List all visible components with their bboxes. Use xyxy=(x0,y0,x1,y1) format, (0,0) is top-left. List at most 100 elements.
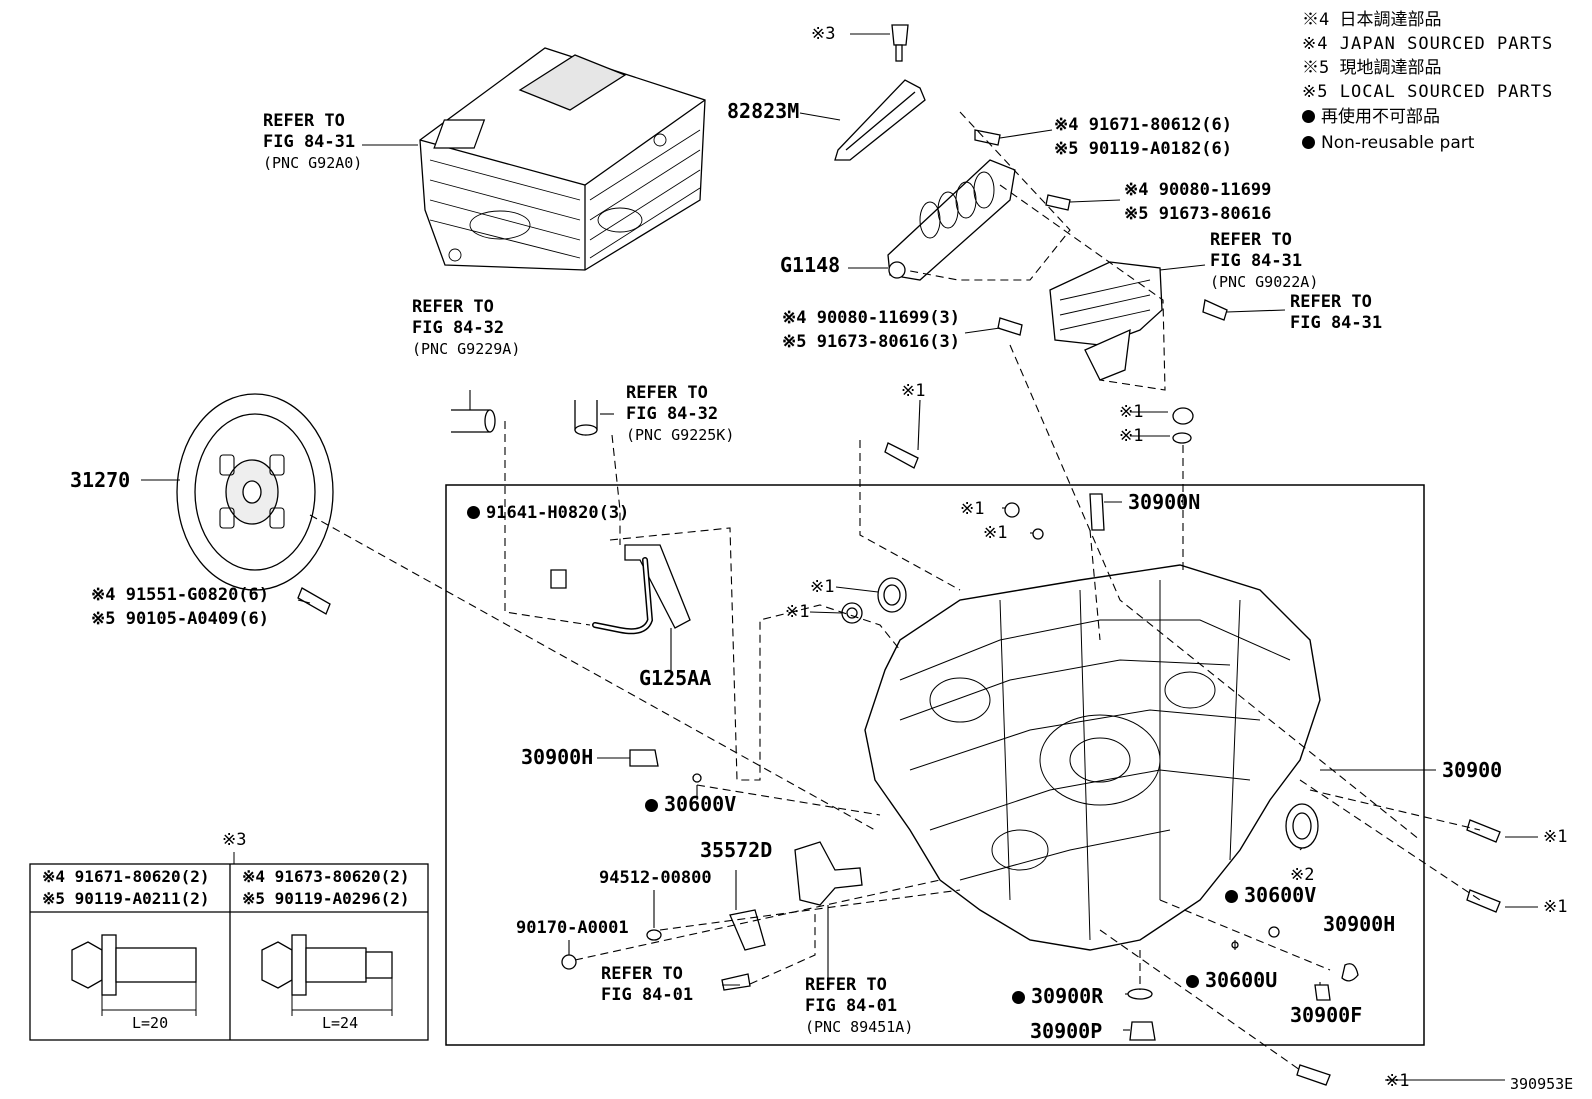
damper-disc-drawing xyxy=(176,393,334,591)
seals-and-plugs-drawing xyxy=(629,407,1359,1041)
ref-89451a: REFER TO FIG 84-01 (PNC 89451A) xyxy=(805,975,913,1038)
part-number: 91641-H0820(3) xyxy=(486,503,630,523)
inverter-assembly-drawing xyxy=(419,47,706,271)
bolt-pair-d: ※4 91551-G0820(6) ※5 90105-A0409(6) xyxy=(91,583,269,631)
ref-line-2: FIG 84-31 xyxy=(1210,251,1303,271)
non-reusable-dot-icon xyxy=(1302,110,1315,123)
bolt-table-drawings xyxy=(71,934,393,996)
legend-text: 再使用不可部品 xyxy=(1321,107,1440,127)
bolt-table-dims xyxy=(101,852,393,1016)
legend-text: LOCAL SOURCED PARTS xyxy=(1339,82,1554,102)
speed-sensor-drawing xyxy=(561,841,863,991)
non-reusable-dot-icon xyxy=(1012,991,1025,1004)
part-35572d: 35572D xyxy=(700,838,773,862)
part-30900p: 30900P xyxy=(1030,1019,1103,1043)
mark-3-top: ※3 xyxy=(811,24,836,44)
mark-1-f: ※1 xyxy=(810,577,835,597)
ref-line-1: REFER TO xyxy=(1290,292,1372,312)
legend-mark: ※5 xyxy=(1302,82,1329,102)
part-number: 30600V xyxy=(664,792,737,816)
leader-lines xyxy=(141,33,1538,1081)
non-reusable-dot-icon xyxy=(467,506,480,519)
mark-1-g: ※1 xyxy=(785,602,810,622)
ref-line-2: FIG 84-31 xyxy=(263,132,356,152)
non-reusable-dot-icon xyxy=(1186,975,1199,988)
bolt-table-line-1: ※4 91673-80620(2) xyxy=(242,867,410,886)
bolt-line-2: ※5 91673-80616(3) xyxy=(782,332,961,352)
bolt-line-1: ※4 91551-G0820(6) xyxy=(91,585,270,605)
figure-id: 390953E xyxy=(1510,1075,1574,1093)
bolt-line-1: ※4 91671-80612(6) xyxy=(1054,115,1233,135)
ref-fig-84-01-a: REFER TO FIG 84-01 xyxy=(601,964,693,1006)
ref-line-1: REFER TO xyxy=(805,975,887,995)
part-30900f: 30900F xyxy=(1290,1003,1363,1027)
hose-g9225k-drawing xyxy=(574,400,598,436)
legend-text: JAPAN SOURCED PARTS xyxy=(1339,34,1554,54)
bolt-pair-c: ※4 90080-11699(3) ※5 91673-80616(3) xyxy=(782,306,960,354)
ref-line-3: (PNC G92A0) xyxy=(263,154,363,172)
bolt-table-right: ※4 91673-80620(2) ※5 90119-A0296(2) xyxy=(242,866,410,910)
legend-text: 現地調達部品 xyxy=(1339,58,1442,78)
part-30600u: 30600U xyxy=(1186,970,1277,991)
mark-1-d: ※1 xyxy=(960,499,985,519)
part-g125aa: G125AA xyxy=(639,666,712,690)
assembly-dashed-lines xyxy=(309,111,1481,1071)
mark-2: ※2 xyxy=(1290,865,1315,885)
non-reusable-dot-icon xyxy=(1302,136,1315,149)
part-30600v-right: 30600V xyxy=(1225,885,1316,906)
ref-fig-84-31-b: REFER TO FIG 84-31 xyxy=(1290,292,1382,334)
ref-line-3: (PNC G9225K) xyxy=(626,426,735,444)
part-30900n: 30900N xyxy=(1128,490,1201,514)
part-number: 30600V xyxy=(1244,883,1317,907)
bolt-line-2: ※5 90105-A0409(6) xyxy=(91,609,270,629)
ref-line-2: FIG 84-31 xyxy=(1290,313,1383,333)
legend-row-2: ※4 JAPAN SOURCED PARTS xyxy=(1302,33,1553,55)
ref-g9022a: REFER TO FIG 84-31 (PNC G9022A) xyxy=(1210,230,1318,293)
legend-mark: ※4 xyxy=(1302,10,1330,30)
ref-line-1: REFER TO xyxy=(626,383,708,403)
bolt-line-1: ※4 90080-11699 xyxy=(1124,180,1272,200)
part-94512: 94512-00800 xyxy=(599,868,712,888)
ref-line-3: (PNC 89451A) xyxy=(805,1018,914,1036)
legend-row-6: Non-reusable part xyxy=(1302,132,1474,154)
part-30900h-right: 30900H xyxy=(1323,912,1396,936)
non-reusable-dot-icon xyxy=(1225,890,1238,903)
legend-row-3: ※5 現地調達部品 xyxy=(1302,57,1442,79)
part-30600v-left: 30600V xyxy=(645,794,736,815)
mark-1-b: ※1 xyxy=(1119,402,1144,422)
part-g1148: G1148 xyxy=(780,253,841,277)
part-30900r: 30900R xyxy=(1012,986,1103,1007)
transaxle-case-drawing xyxy=(864,564,1321,951)
bolt-table-frame xyxy=(29,863,429,1041)
part-number: 30600U xyxy=(1205,968,1278,992)
part-31270: 31270 xyxy=(70,468,131,492)
mark-1-c: ※1 xyxy=(1119,426,1144,446)
part-30900: 30900 xyxy=(1442,758,1503,782)
ref-line-3: (PNC G9022A) xyxy=(1210,273,1319,291)
bolt-table-left: ※4 91671-80620(2) ※5 90119-A0211(2) xyxy=(42,866,210,910)
legend-mark: ※4 xyxy=(1302,34,1329,54)
terminal-g1148-drawing xyxy=(887,159,1016,281)
pipe-g125aa-drawing xyxy=(592,544,691,635)
ref-line-2: FIG 84-32 xyxy=(626,404,719,424)
ref-line-1: REFER TO xyxy=(263,111,345,131)
bolt-length-left: L=20 xyxy=(132,1014,169,1032)
part-91641: 91641-H0820(3) xyxy=(467,503,629,524)
mark-3-box: ※3 xyxy=(222,830,247,850)
bolt-line-2: ※5 90119-A0182(6) xyxy=(1054,139,1233,159)
legend-row-1: ※4 日本調達部品 xyxy=(1302,9,1442,31)
bolt-table-line-2: ※5 90119-A0211(2) xyxy=(42,889,210,908)
transaxle-frame xyxy=(445,484,1425,1046)
part-82823m: 82823M xyxy=(727,99,800,123)
non-reusable-dot-icon xyxy=(645,799,658,812)
bolts-drawing xyxy=(297,24,1501,1086)
mark-1-i: ※1 xyxy=(1543,897,1568,917)
mark-1-e: ※1 xyxy=(983,523,1008,543)
ref-g9229a: REFER TO FIG 84-32 (PNC G9229A) xyxy=(412,297,520,360)
ref-line-1: REFER TO xyxy=(1210,230,1292,250)
legend-mark: ※5 xyxy=(1302,58,1330,78)
mark-1-a: ※1 xyxy=(901,381,926,401)
ref-line-1: REFER TO xyxy=(601,964,683,984)
cover-g9022a-drawing xyxy=(1049,261,1163,381)
